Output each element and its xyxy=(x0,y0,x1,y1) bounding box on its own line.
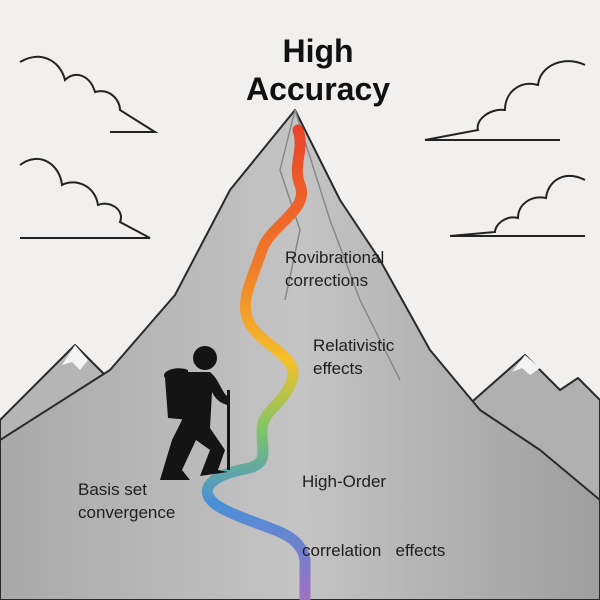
cloud-icon xyxy=(19,55,159,133)
accuracy-trail xyxy=(201,124,311,600)
label-line: High-Order xyxy=(302,472,387,491)
mountains xyxy=(0,109,600,600)
main-mountain xyxy=(0,109,600,600)
trekking-pole xyxy=(227,390,230,470)
page-title: High Accuracy xyxy=(0,32,600,108)
hiker-head xyxy=(193,346,217,370)
label-line: Basis set xyxy=(78,480,147,499)
hiker-silhouette xyxy=(160,346,230,480)
title-line-2: Accuracy xyxy=(245,71,391,107)
label-rovibrational: Rovibrational corrections xyxy=(285,246,384,292)
label-line: Rovibrational xyxy=(285,248,385,267)
label-relativistic: Relativistic effects xyxy=(313,334,394,380)
clouds xyxy=(19,55,586,239)
label-basis-set: Basis set convergence xyxy=(78,478,175,524)
label-line: effects xyxy=(313,359,363,378)
label-line: correlation effects xyxy=(302,541,446,560)
cloud-icon xyxy=(449,175,586,237)
cloud-icon xyxy=(424,60,586,141)
label-high-order: High-Order correlation effects xyxy=(302,424,445,585)
label-line: convergence xyxy=(78,503,176,522)
title-line-1: High xyxy=(282,33,354,69)
label-line: corrections xyxy=(285,271,369,290)
label-line: Relativistic xyxy=(313,336,395,355)
hiker-body xyxy=(160,372,230,480)
cloud-icon xyxy=(19,158,151,239)
backpack xyxy=(164,368,190,420)
